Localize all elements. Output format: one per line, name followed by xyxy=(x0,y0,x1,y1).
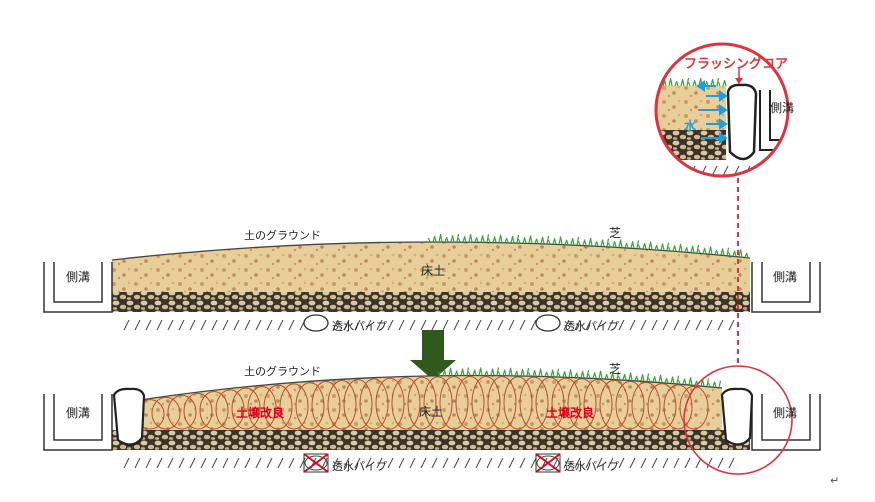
soil-improvement-label-1: 土壌改良 xyxy=(236,406,285,420)
removed-pipe-1-shape xyxy=(304,455,328,471)
removed-pipe-1-x xyxy=(303,453,329,473)
bottom-pipe-label-2: 透水パイプ xyxy=(564,460,619,473)
inset-ditch-label: 側溝 xyxy=(770,101,795,115)
top-ditch-right-label: 側溝 xyxy=(773,270,798,284)
top-gravel-layer xyxy=(112,292,750,312)
soil-improvement-ellipses xyxy=(135,376,709,430)
top-pipe-2 xyxy=(535,314,561,332)
removed-pipe-2 xyxy=(535,453,561,473)
bottom-bed-soil-label: 床土 xyxy=(419,405,444,419)
top-turf-label: 芝 xyxy=(609,226,622,240)
highlight-circle xyxy=(683,365,793,475)
top-ground-label: 土のグラウンド xyxy=(244,229,321,242)
bottom-turf xyxy=(437,367,722,388)
top-hatch xyxy=(123,319,735,331)
top-ground-line xyxy=(111,241,751,261)
top-ditch-left-label: 側溝 xyxy=(66,270,91,284)
return-mark: ↵ xyxy=(830,474,840,487)
top-ditch-left xyxy=(43,262,113,313)
bottom-ditch-right xyxy=(751,394,821,451)
bottom-ditch-left-label: 側溝 xyxy=(66,406,91,420)
transition-arrow xyxy=(410,330,456,380)
top-pipe-label-1: 透水パイプ xyxy=(332,320,387,333)
top-bed-soil-label: 床土 xyxy=(421,264,446,278)
flushing-core-right xyxy=(720,387,754,446)
bottom-ground-label: 土のグラウンド xyxy=(244,365,321,378)
top-pipe-label-2: 透水パイプ xyxy=(564,320,619,333)
top-pipe-1 xyxy=(303,314,329,332)
bottom-turf-label: 芝 xyxy=(609,362,622,376)
bottom-ditch-right-label: 側溝 xyxy=(773,406,798,420)
bottom-gravel-layer xyxy=(112,430,750,450)
top-ditch-right xyxy=(751,262,821,313)
bottom-ditch-left xyxy=(43,394,113,451)
bottom-pipe-label-1: 透水パイプ xyxy=(332,460,387,473)
flushing-core-left xyxy=(112,387,146,446)
bottom-ground-line xyxy=(139,374,723,401)
bottom-field xyxy=(43,365,821,475)
removed-pipe-2-x xyxy=(535,453,561,473)
removed-pipe-1 xyxy=(303,453,329,473)
inset-title-flushing-core: フラッシングコア xyxy=(684,57,789,72)
soil-improvement-label-2: 土壌改良 xyxy=(546,406,595,420)
inset-water-label: 水 xyxy=(684,119,697,133)
inset-detail xyxy=(654,42,790,178)
top-bed-soil xyxy=(112,241,750,292)
bottom-hatch xyxy=(123,457,735,469)
top-field xyxy=(43,233,821,332)
removed-pipe-2-shape xyxy=(536,455,560,471)
inset-ring xyxy=(654,42,790,178)
top-turf xyxy=(427,233,749,258)
